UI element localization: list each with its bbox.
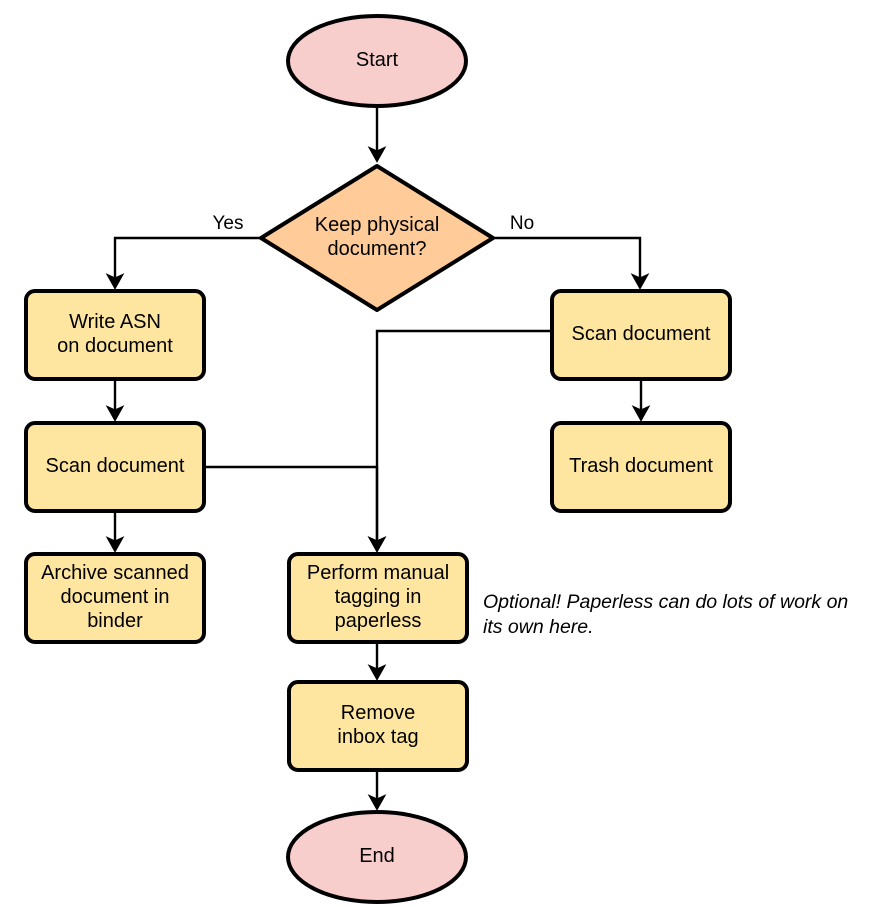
edge-scan-left-to-tagging <box>204 465 387 553</box>
edge-decision-no: No <box>493 213 650 290</box>
edge-decision-yes: Yes <box>105 213 261 290</box>
node-trash-document[interactable]: Trash document <box>550 421 732 513</box>
annotation-optional-note: Optional! Paperless can do lots of work … <box>483 591 848 638</box>
node-scan-document-left[interactable]: Scan document <box>24 421 206 513</box>
edge-line <box>105 236 261 290</box>
rect-shape <box>24 552 206 644</box>
rect-shape <box>287 552 469 644</box>
edge-label-no: No <box>510 213 534 234</box>
ellipse-shape <box>286 14 468 108</box>
edge-line <box>493 236 650 290</box>
node-scan-document-right[interactable]: Scan document <box>550 289 732 381</box>
node-label-scan-document-right: Scan document <box>572 323 711 345</box>
node-label-scan-document-left: Scan document <box>46 455 185 477</box>
node-end[interactable]: End <box>286 810 468 904</box>
rect-shape <box>24 421 206 513</box>
node-label-trash-document: Trash document <box>569 455 713 477</box>
rect-shape <box>287 680 469 772</box>
ellipse-shape <box>286 810 468 904</box>
edge-label-yes: Yes <box>213 213 244 234</box>
diamond-shape <box>259 164 495 312</box>
rect-shape <box>550 289 732 381</box>
node-start[interactable]: Start <box>286 14 468 108</box>
annotations-layer: Optional! Paperless can do lots of work … <box>483 591 848 638</box>
edge-line <box>367 329 552 553</box>
node-label-end: End <box>359 845 395 867</box>
rect-shape <box>550 421 732 513</box>
edge-scan-right-to-tagging <box>367 329 552 553</box>
edge-line <box>204 465 387 553</box>
node-label-start: Start <box>356 49 399 71</box>
rect-shape <box>24 289 206 381</box>
edges-layer: Yes No <box>105 106 651 811</box>
